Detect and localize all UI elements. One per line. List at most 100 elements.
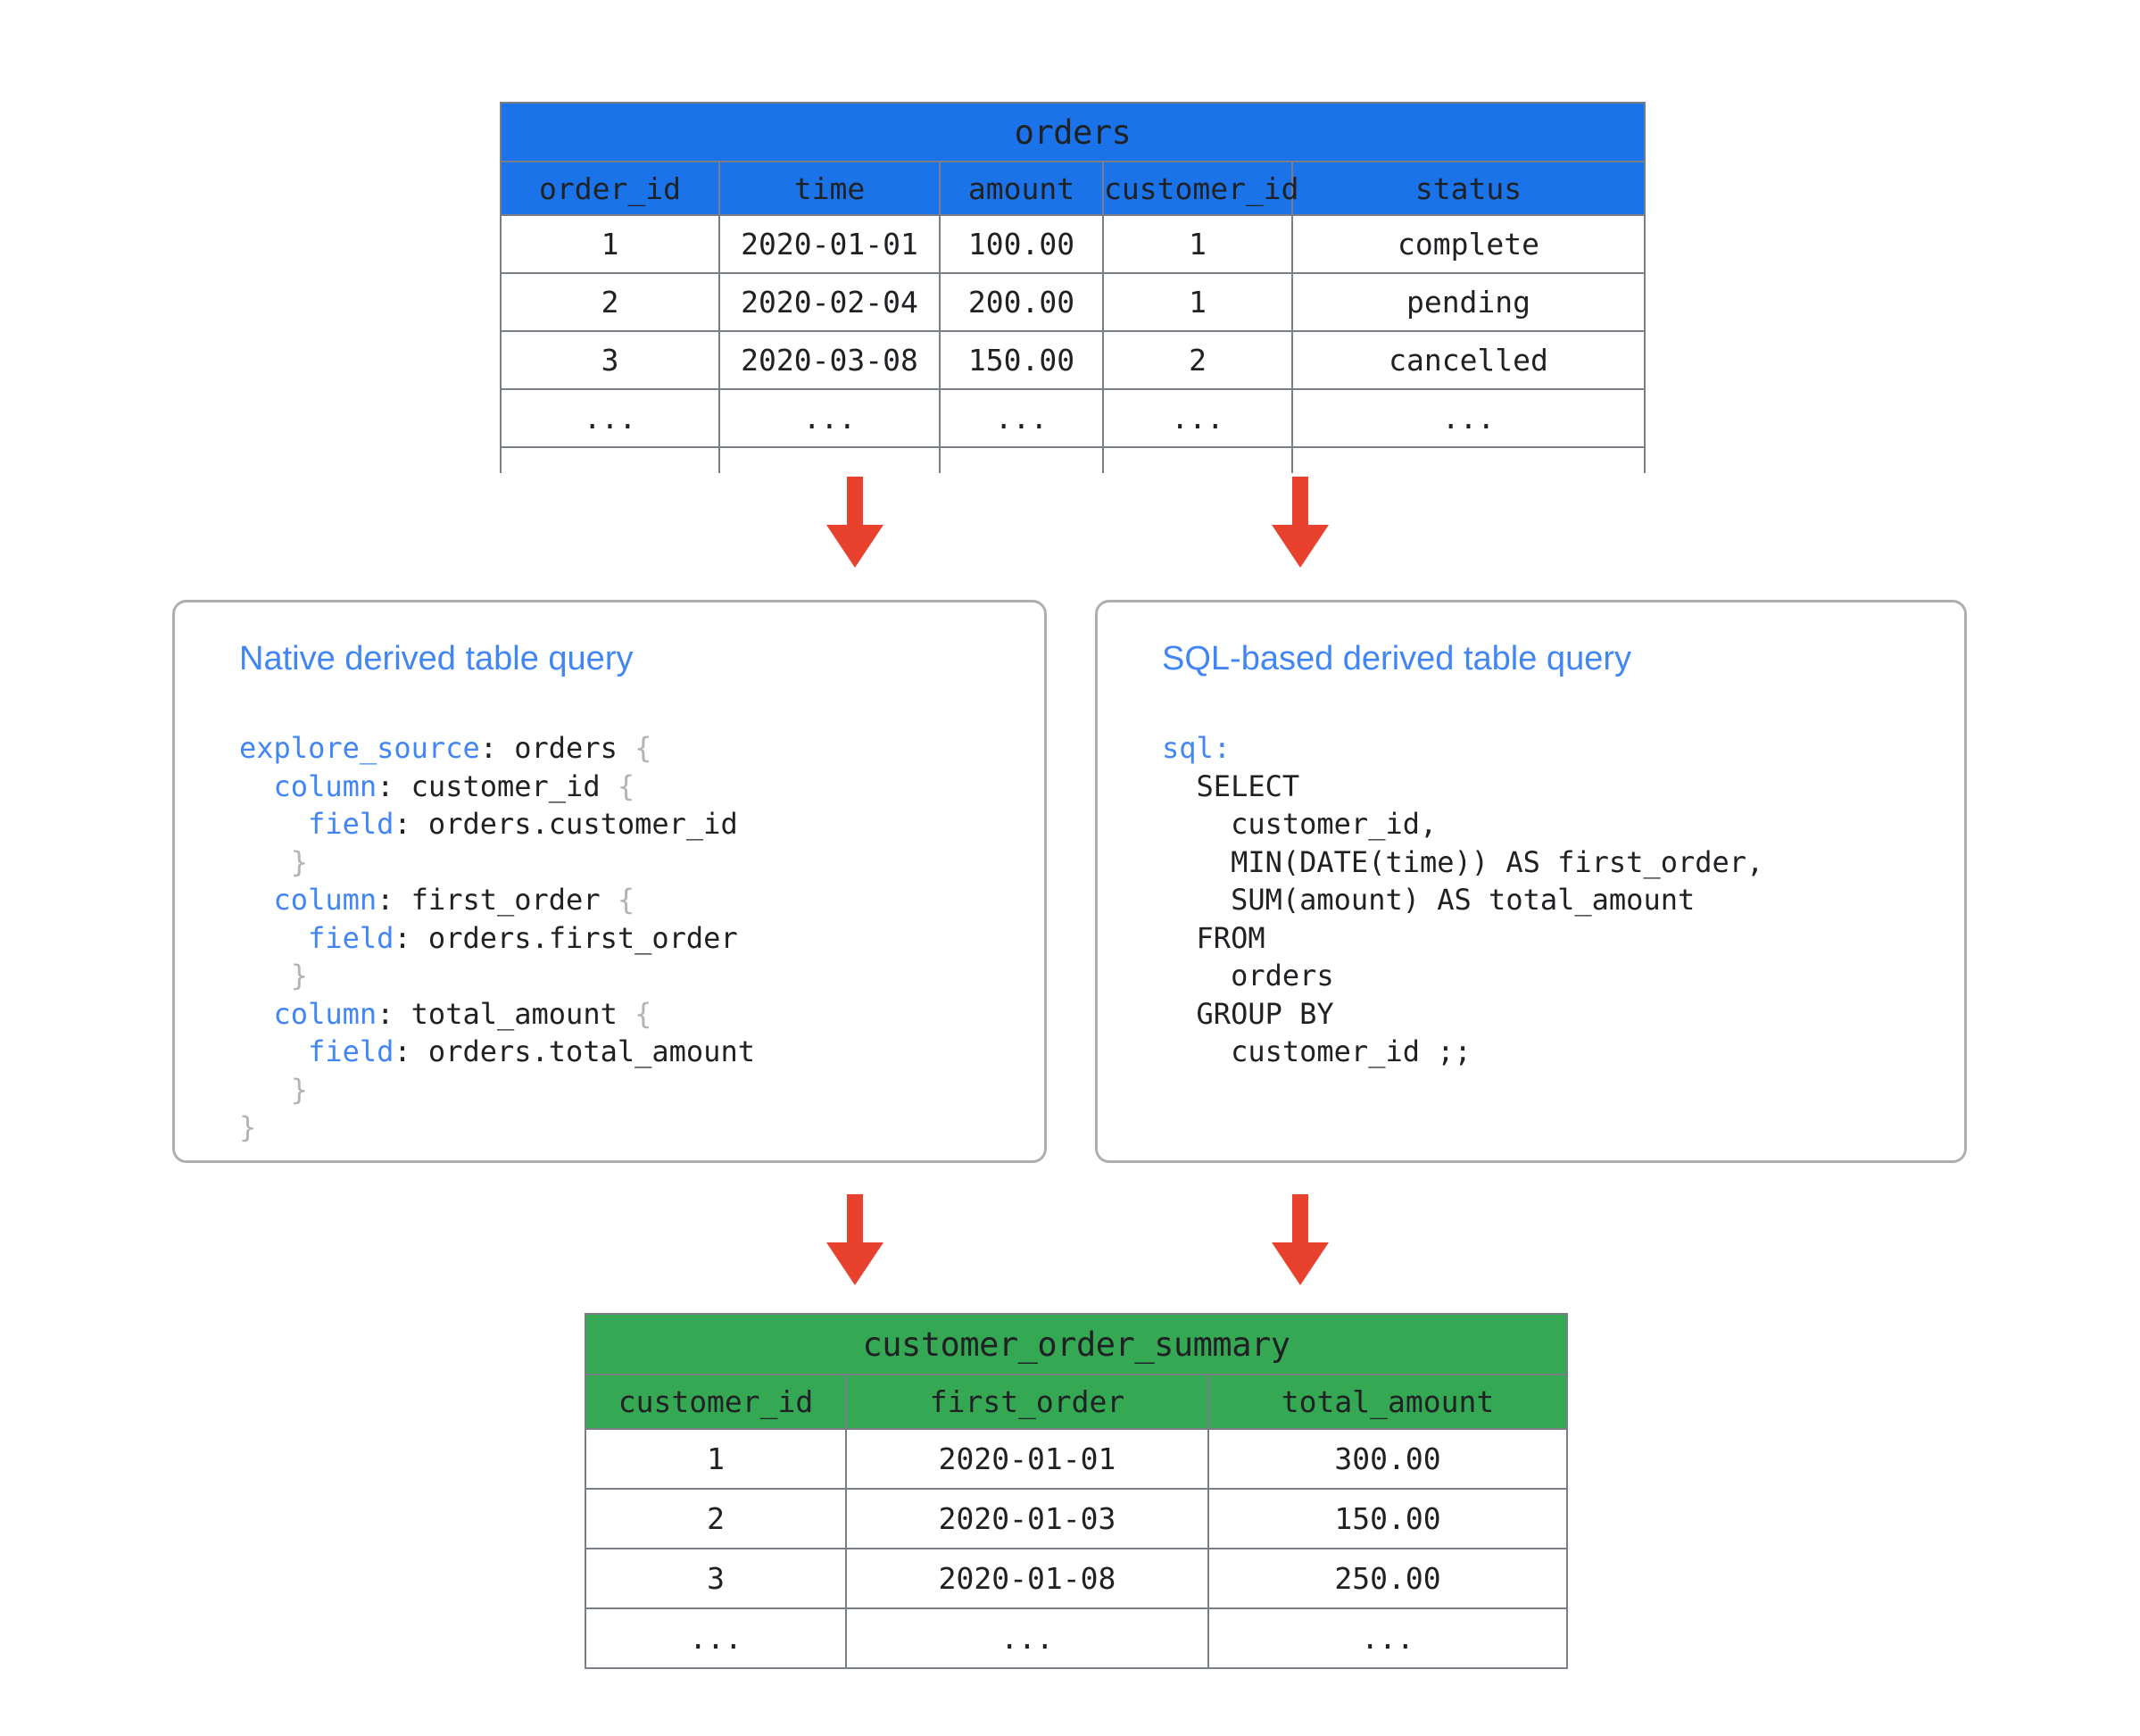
code-line: } bbox=[239, 843, 755, 882]
code-line: } bbox=[239, 957, 755, 995]
code-token bbox=[239, 883, 274, 917]
code-line: orders bbox=[1162, 957, 1763, 995]
code-token: : orders.total_amount bbox=[394, 1034, 755, 1068]
table-row-ellipsis: ... ... ... ... ... bbox=[500, 388, 1646, 448]
code-token bbox=[239, 845, 291, 879]
code-token: customer_id, bbox=[1162, 807, 1438, 841]
summary-cell: 2020-01-01 bbox=[845, 1428, 1209, 1490]
table-row: 2 2020-01-03 150.00 bbox=[585, 1488, 1568, 1549]
orders-table: orders order_id time amount customer_id … bbox=[500, 102, 1646, 473]
code-token: : orders bbox=[479, 731, 635, 765]
code-token bbox=[239, 997, 274, 1031]
orders-column-header-amount: amount bbox=[939, 161, 1104, 216]
summary-cell: 300.00 bbox=[1207, 1428, 1568, 1490]
orders-cell-clipped bbox=[718, 446, 941, 473]
code-line: customer_id, bbox=[1162, 805, 1763, 843]
orders-cell: pending bbox=[1291, 272, 1646, 332]
orders-table-title: orders bbox=[500, 102, 1646, 162]
table-row: 3 2020-03-08 150.00 2 cancelled bbox=[500, 330, 1646, 390]
code-line: SUM(amount) AS total_amount bbox=[1162, 881, 1763, 919]
code-token bbox=[239, 807, 308, 841]
table-row: 1 2020-01-01 100.00 1 complete bbox=[500, 214, 1646, 274]
code-line: column: customer_id { bbox=[239, 768, 755, 806]
summary-cell: 2020-01-08 bbox=[845, 1548, 1209, 1609]
code-token bbox=[239, 959, 291, 993]
sql-derived-table-card: SQL-based derived table query sql: SELEC… bbox=[1095, 600, 1967, 1163]
table-row: 2 2020-02-04 200.00 1 pending bbox=[500, 272, 1646, 332]
code-token: { bbox=[617, 883, 635, 917]
orders-cell: complete bbox=[1291, 214, 1646, 274]
summary-column-header-total-amount: total_amount bbox=[1207, 1374, 1568, 1430]
code-token: } bbox=[290, 844, 309, 879]
summary-cell: 250.00 bbox=[1207, 1548, 1568, 1609]
code-token: : bbox=[1213, 731, 1232, 765]
orders-cell-clipped bbox=[1102, 446, 1293, 473]
sql-card-code: sql: SELECT customer_id, MIN(DATE(time))… bbox=[1162, 729, 1763, 1071]
orders-column-header-time: time bbox=[718, 161, 941, 216]
code-token: : orders.customer_id bbox=[394, 807, 738, 841]
summary-column-header-customer-id: customer_id bbox=[585, 1374, 847, 1430]
summary-column-header-first-order: first_order bbox=[845, 1374, 1209, 1430]
code-token: sql bbox=[1162, 731, 1214, 765]
code-token: } bbox=[290, 959, 309, 993]
code-line: SELECT bbox=[1162, 768, 1763, 806]
code-token: column bbox=[273, 996, 377, 1031]
summary-cell: 3 bbox=[585, 1548, 847, 1609]
code-line: field: orders.customer_id bbox=[239, 805, 755, 843]
native-derived-table-card: Native derived table query explore_sourc… bbox=[172, 600, 1047, 1163]
code-token bbox=[239, 921, 308, 955]
orders-cell-clipped bbox=[939, 446, 1104, 473]
orders-cell-clipped bbox=[1291, 446, 1646, 473]
arrow-native-to-summary-icon bbox=[826, 1194, 883, 1285]
summary-cell: 150.00 bbox=[1207, 1488, 1568, 1549]
code-line: GROUP BY bbox=[1162, 995, 1763, 1034]
summary-table-title-row: customer_order_summary bbox=[585, 1313, 1568, 1375]
code-line: MIN(DATE(time)) AS first_order, bbox=[1162, 843, 1763, 882]
code-token: column bbox=[273, 883, 377, 917]
code-token: { bbox=[635, 731, 652, 765]
code-line: customer_id ;; bbox=[1162, 1033, 1763, 1071]
orders-column-header-status: status bbox=[1291, 161, 1646, 216]
code-token: field bbox=[308, 807, 394, 841]
orders-table-header-row: order_id time amount customer_id status bbox=[500, 161, 1646, 216]
orders-cell: 1 bbox=[500, 214, 720, 274]
orders-cell: 2020-01-01 bbox=[718, 214, 941, 274]
arrow-sql-to-summary-icon bbox=[1272, 1194, 1329, 1285]
summary-cell: 1 bbox=[585, 1428, 847, 1490]
summary-table-title: customer_order_summary bbox=[585, 1313, 1568, 1375]
code-token: : orders.first_order bbox=[394, 920, 738, 955]
orders-cell: 1 bbox=[1102, 214, 1293, 274]
code-token: field bbox=[308, 920, 394, 955]
code-line: } bbox=[239, 1109, 755, 1147]
summary-table-header-row: customer_id first_order total_amount bbox=[585, 1374, 1568, 1430]
code-token: MIN(DATE(time)) AS first_order, bbox=[1162, 844, 1764, 879]
code-token: FROM bbox=[1162, 920, 1265, 955]
code-token: field bbox=[308, 1034, 394, 1068]
orders-cell: ... bbox=[718, 388, 941, 448]
code-line: FROM bbox=[1162, 919, 1763, 958]
code-line: explore_source: orders { bbox=[239, 729, 755, 768]
code-token: : customer_id bbox=[377, 768, 618, 803]
summary-cell: 2020-01-03 bbox=[845, 1488, 1209, 1549]
sql-card-title: SQL-based derived table query bbox=[1162, 640, 1631, 677]
code-token: orders bbox=[1162, 959, 1334, 993]
orders-cell: 2 bbox=[500, 272, 720, 332]
code-line: field: orders.total_amount bbox=[239, 1033, 755, 1071]
orders-table-title-row: orders bbox=[500, 102, 1646, 162]
code-token: explore_source bbox=[239, 731, 480, 765]
code-token: { bbox=[617, 768, 635, 803]
code-line: column: total_amount { bbox=[239, 995, 755, 1034]
code-token: } bbox=[290, 1072, 309, 1107]
customer-order-summary-table: customer_order_summary customer_id first… bbox=[585, 1313, 1568, 1669]
table-row: 1 2020-01-01 300.00 bbox=[585, 1428, 1568, 1490]
code-token bbox=[239, 769, 274, 803]
code-token: SELECT bbox=[1162, 768, 1300, 803]
summary-cell: ... bbox=[845, 1607, 1209, 1669]
orders-cell: cancelled bbox=[1291, 330, 1646, 390]
orders-cell: 2020-02-04 bbox=[718, 272, 941, 332]
code-token: customer_id ;; bbox=[1162, 1034, 1472, 1068]
orders-cell: 100.00 bbox=[939, 214, 1104, 274]
code-token: : first_order bbox=[377, 883, 618, 917]
code-token: } bbox=[239, 1110, 257, 1144]
orders-cell: 150.00 bbox=[939, 330, 1104, 390]
